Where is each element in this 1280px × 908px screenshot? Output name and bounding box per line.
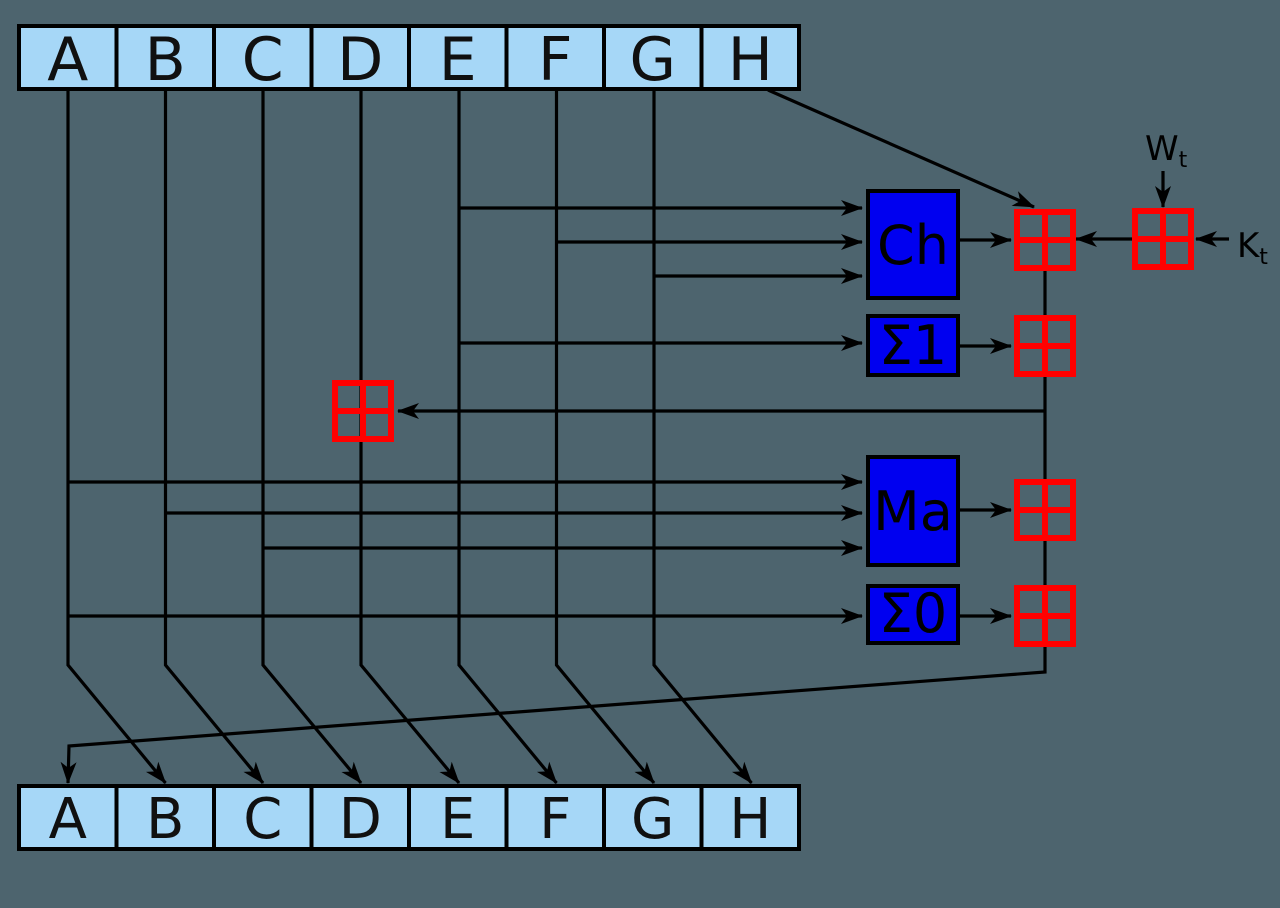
kt-label: Kt <box>1237 226 1268 270</box>
bottom-register: A B C D E F G H <box>17 784 801 852</box>
add-wt-kt-icon <box>1132 208 1194 270</box>
register-label-top-a: A <box>47 25 88 95</box>
wire-g-column <box>652 89 753 785</box>
add-sigma1-icon <box>1014 315 1076 377</box>
register-label-bottom-g: G <box>631 787 674 852</box>
wire-e-column <box>457 89 558 785</box>
add-ch-icon <box>1014 209 1076 271</box>
wt-label: Wt <box>1145 129 1188 173</box>
wire-a-column <box>66 89 167 785</box>
register-label-bottom-c: C <box>243 787 282 852</box>
register-label-top-e: E <box>439 25 477 95</box>
sigma1-box <box>866 314 960 377</box>
top-register: A B C D E F G H <box>17 24 801 95</box>
register-label-bottom-b: B <box>146 787 184 852</box>
wire-f-column <box>554 89 656 785</box>
register-label-bottom-e: E <box>440 787 475 852</box>
register-label-top-g: G <box>630 25 677 95</box>
register-cell-bottom-b <box>114 784 216 851</box>
sigma0-box <box>866 584 960 645</box>
wire-b-column <box>163 89 265 785</box>
wire-h-to-adder <box>767 88 1035 209</box>
register-cell-bottom-f <box>504 784 606 851</box>
adders <box>332 208 1194 647</box>
register-label-bottom-h: H <box>729 787 771 852</box>
sigma1-label: Σ1 <box>879 314 947 377</box>
ch-box <box>866 189 960 300</box>
wiring <box>60 88 1229 785</box>
add-new-e-icon <box>332 380 394 442</box>
function-boxes: Ch Σ1 Ma Σ0 <box>866 189 960 645</box>
register-cell-top-h <box>699 24 801 91</box>
ma-label: Ma <box>873 480 953 543</box>
register-label-top-d: D <box>337 25 383 95</box>
register-cell-bottom-h <box>699 784 801 851</box>
register-cell-top-b <box>114 24 216 91</box>
ma-box <box>866 455 960 567</box>
ch-label: Ch <box>877 214 949 277</box>
register-label-bottom-f: F <box>539 787 571 852</box>
register-label-bottom-a: A <box>49 787 87 852</box>
register-label-bottom-d: D <box>339 787 382 852</box>
register-label-top-c: C <box>242 25 284 95</box>
register-label-top-b: B <box>145 25 186 95</box>
add-ma-icon <box>1014 479 1076 541</box>
register-cell-top-c <box>212 24 314 91</box>
register-label-top-f: F <box>538 25 573 95</box>
wire-d-column <box>359 89 461 785</box>
wire-c-column <box>261 89 363 785</box>
wire-t1-chain-to-new-a <box>60 268 1047 784</box>
register-cell-bottom-c <box>212 784 314 851</box>
register-cell-bottom-e <box>407 784 509 851</box>
register-cell-top-a <box>17 24 119 91</box>
register-label-top-h: H <box>728 25 773 95</box>
add-sigma0-icon <box>1014 585 1076 647</box>
sigma0-label: Σ0 <box>879 582 947 645</box>
